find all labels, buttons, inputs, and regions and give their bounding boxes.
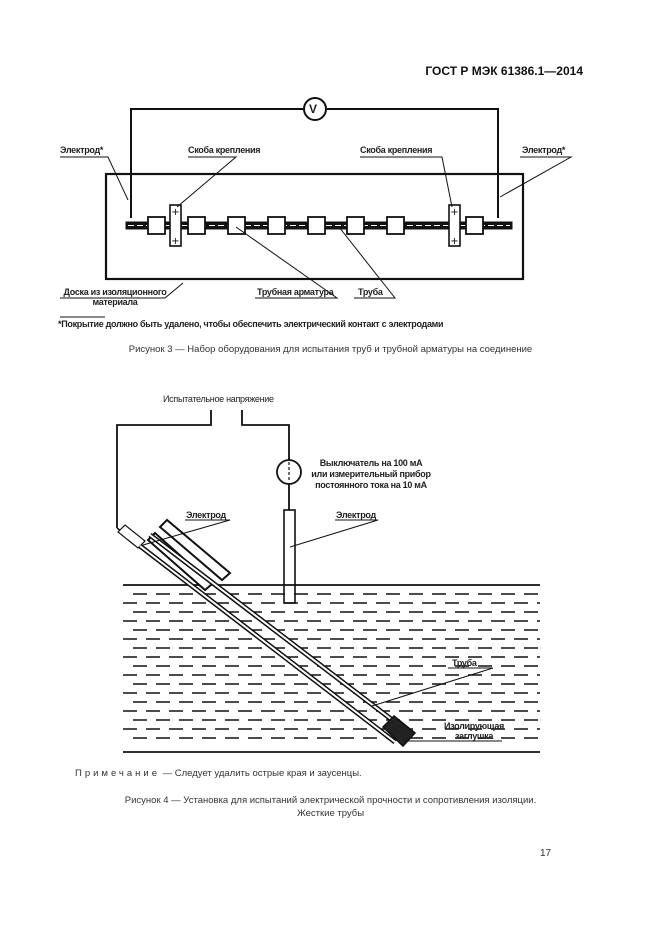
insulating-board xyxy=(104,172,525,281)
label-pipe-fig4: Труба xyxy=(452,658,477,668)
insulating-cap xyxy=(381,714,417,748)
label-electrode-slanted: Электрод xyxy=(186,510,226,520)
label-electrode-right: Электрод* xyxy=(522,145,566,155)
fitting-box xyxy=(465,216,484,235)
wire-right xyxy=(327,108,499,218)
label-test-voltage: Испытательное напряжение xyxy=(163,394,274,404)
test-wire-right xyxy=(241,410,290,512)
voltmeter-icon xyxy=(303,97,327,121)
svg-text:+: + xyxy=(450,236,458,247)
label-clamp-left: Скоба крепления xyxy=(188,145,261,155)
svg-text:+: + xyxy=(450,207,458,218)
page-number: 17 xyxy=(540,848,552,859)
breaker-line-3: постоянного тока на 10 мА xyxy=(315,480,427,490)
fitting-box xyxy=(346,216,365,235)
label-pipe: Труба xyxy=(358,287,383,297)
clamp-left: + + xyxy=(169,204,182,247)
test-wire-left xyxy=(116,410,212,528)
electrode-vertical xyxy=(283,509,296,604)
fitting-box xyxy=(267,216,286,235)
breaker-line-2: или измерительный прибор xyxy=(311,469,431,479)
note-prefix: Примечание xyxy=(75,768,160,779)
voltmeter-label: V xyxy=(309,102,317,116)
liquid-level-lines xyxy=(123,593,540,739)
wire-left xyxy=(130,108,304,218)
fittings xyxy=(147,216,484,235)
footnote: *Покрытие должно быть удалено, чтобы обе… xyxy=(58,319,444,329)
figure-4-note: Примечание — Следует удалить острые края… xyxy=(75,768,362,779)
label-electrode-left: Электрод* xyxy=(60,145,104,155)
label-fitting: Трубная арматура xyxy=(257,287,334,297)
document-header: ГОСТ Р МЭК 61386.1—2014 xyxy=(425,64,583,78)
figure-4-caption-line-2: Жесткие трубы xyxy=(296,808,365,819)
figure-3-caption: Рисунок 3 — Набор оборудования для испыт… xyxy=(128,344,533,355)
breaker-line-1: Выключатель на 100 мА xyxy=(319,458,423,468)
label-insulating-cap: Изолирующая заглушка xyxy=(440,721,508,741)
fitting-box xyxy=(386,216,405,235)
slanted-pipe xyxy=(116,518,417,748)
fitting-box xyxy=(147,216,166,235)
label-breaker: Выключатель на 100 мА или измерительный … xyxy=(307,458,435,491)
clamp-right: + + xyxy=(448,204,461,247)
note-text: — Следует удалить острые края и заусенцы… xyxy=(162,768,362,779)
cap-line-1: Изолирующая xyxy=(444,721,504,731)
label-board: Доска из изоляционного материала xyxy=(63,287,167,307)
figure-4-caption-line-1: Рисунок 4 — Установка для испытаний элек… xyxy=(124,795,537,806)
cap-line-2: заглушка xyxy=(454,731,494,741)
fitting-box xyxy=(187,216,206,235)
fitting-box xyxy=(307,216,326,235)
label-electrode-vertical: Электрод xyxy=(336,510,376,520)
label-clamp-right: Скоба крепления xyxy=(360,145,433,155)
figure3-meter-letter-wrap xyxy=(106,194,523,234)
svg-text:+: + xyxy=(171,236,179,247)
svg-text:+: + xyxy=(171,207,179,218)
